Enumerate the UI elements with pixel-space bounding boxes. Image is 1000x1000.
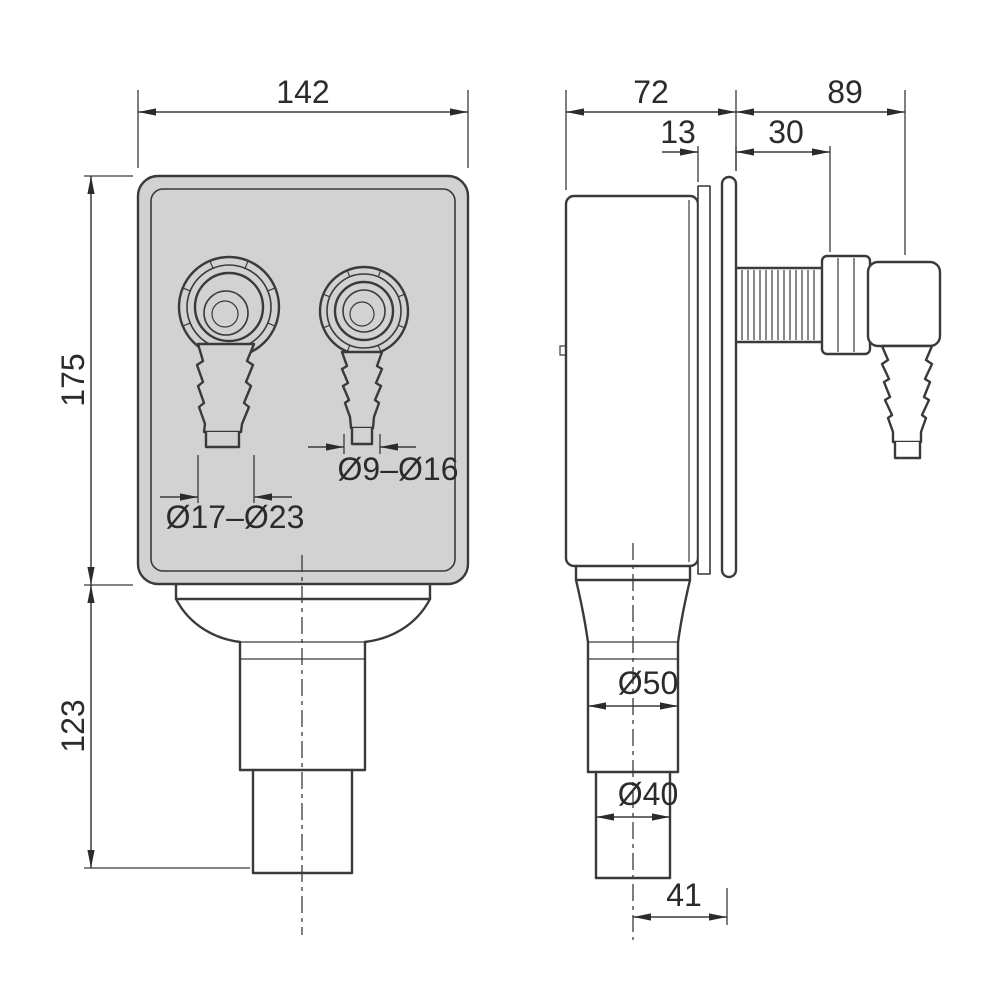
hose-barb-large [195, 342, 256, 434]
dim-label-outlet-lower: Ø40 [618, 776, 678, 812]
dim-hose-small: Ø9–Ø16 [308, 434, 458, 487]
dim-front-height-upper: 175 [55, 175, 133, 586]
hose-barb-large-tip [204, 430, 241, 449]
dim-label-outlet-upper: Ø50 [618, 665, 678, 701]
front-connection-small [318, 265, 410, 446]
dim-label-front-width: 142 [276, 74, 329, 110]
front-view: 142 175 123 Ø17–Ø23 Ø9–Ø16 [55, 74, 470, 935]
dim-label-thread-length: 30 [768, 114, 804, 150]
dim-label-depth: 72 [633, 74, 669, 110]
dim-outlet-upper: Ø50 [588, 665, 678, 710]
dim-projection: 89 [736, 74, 906, 255]
dim-label-hose-small: Ø9–Ø16 [338, 451, 459, 487]
front-body [136, 174, 470, 586]
thread-connector [734, 254, 872, 356]
front-connection-large [177, 255, 281, 449]
side-outlet [574, 543, 692, 940]
dim-front-width: 142 [137, 74, 469, 168]
front-outlet [174, 555, 432, 935]
union-nut [820, 254, 872, 356]
dim-axis-offset: 41 [633, 877, 728, 925]
dim-plate-offset: 13 [660, 114, 737, 182]
hose-elbow [866, 260, 942, 460]
dim-front-height-lower: 123 [55, 585, 250, 869]
dim-label-axis-offset: 41 [666, 877, 702, 913]
dim-label-projection: 89 [827, 74, 863, 110]
bayonet-notches-small [323, 270, 405, 352]
side-view: 72 89 13 30 Ø50 Ø40 [559, 74, 942, 940]
dim-outlet-lower: Ø40 [596, 776, 678, 821]
hose-barb-elbow-tip [893, 440, 922, 460]
dim-depth: 72 [565, 74, 737, 190]
wall-plate [720, 175, 738, 579]
dim-label-plate-offset: 13 [660, 114, 696, 150]
hose-barb-elbow [880, 344, 934, 444]
mounting-collar [697, 185, 711, 575]
hose-barb-small-tip [350, 426, 374, 446]
dim-label-front-height-upper: 175 [55, 353, 91, 406]
side-body [559, 175, 738, 579]
dim-label-hose-large: Ø17–Ø23 [166, 499, 305, 535]
dim-hose-large: Ø17–Ø23 [160, 455, 304, 535]
dim-label-front-height-lower: 123 [55, 699, 91, 752]
dim-thread-length: 30 [736, 114, 831, 252]
